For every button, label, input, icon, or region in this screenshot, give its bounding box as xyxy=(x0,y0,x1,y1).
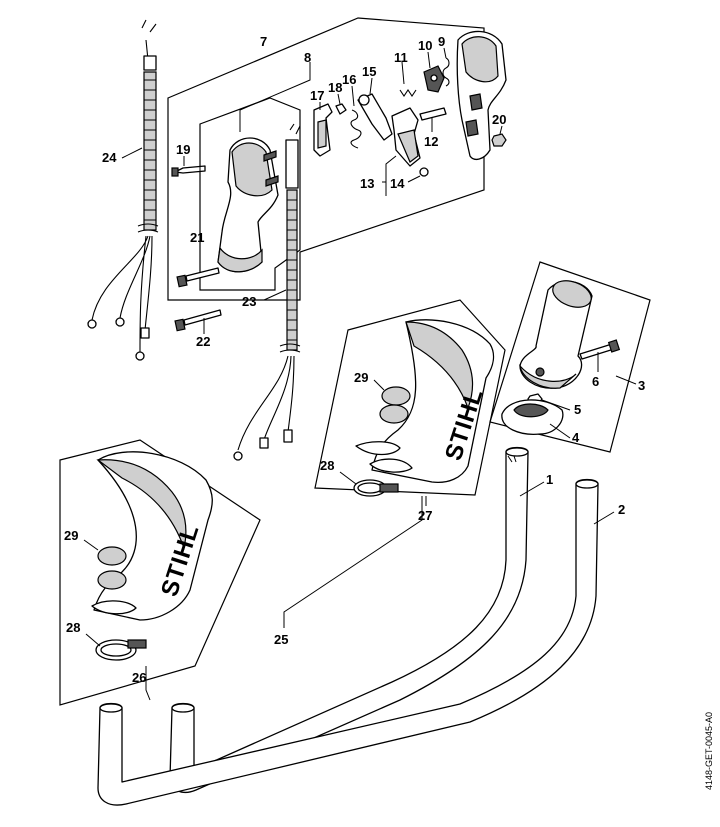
guard-27: STIHL xyxy=(355,319,495,484)
disc-29-middle-lower xyxy=(379,404,409,424)
part-label-24: 24 xyxy=(102,150,117,165)
part-label-7: 7 xyxy=(260,34,267,49)
handle-housing-left xyxy=(217,137,279,273)
frame-assembly-3 xyxy=(489,261,651,453)
figure-reference-code: 4148-GET-0045-A0 xyxy=(704,712,714,790)
part-label-21: 21 xyxy=(190,230,204,245)
part-label-2: 2 xyxy=(618,502,625,517)
trigger-13 xyxy=(391,107,421,167)
part-label-5: 5 xyxy=(574,402,581,417)
part-label-3: 3 xyxy=(638,378,645,393)
clamp-28-left xyxy=(95,639,147,661)
spring-16 xyxy=(350,109,362,149)
pin-12 xyxy=(419,107,447,121)
part-label-28-middle: 28 xyxy=(320,458,334,473)
part-label-11: 11 xyxy=(394,50,408,65)
part-label-4: 4 xyxy=(572,430,580,445)
screw-22 xyxy=(174,309,222,332)
handle-3 xyxy=(519,280,593,389)
leader-28b xyxy=(85,633,101,647)
lock-lever-10 xyxy=(423,65,445,93)
guard-26: STIHL xyxy=(91,451,213,621)
part-label-13: 13 xyxy=(360,176,374,191)
clamp-4 xyxy=(501,399,564,435)
frame-assembly-27 xyxy=(314,299,506,496)
cable-24 xyxy=(87,19,159,361)
part-label-18: 18 xyxy=(328,80,342,95)
part-label-14: 14 xyxy=(390,176,405,191)
part-label-6: 6 xyxy=(592,374,599,389)
leader-9 xyxy=(443,47,447,59)
nut-20 xyxy=(491,133,507,147)
disc-29-left-lower xyxy=(97,570,127,590)
frame-assembly-7 xyxy=(167,17,485,301)
part-label-9: 9 xyxy=(438,34,445,49)
part-label-10: 10 xyxy=(418,38,432,53)
leader-3 xyxy=(615,375,637,385)
leader-14 xyxy=(407,175,421,183)
leader-25 xyxy=(283,496,423,628)
leader-11 xyxy=(401,61,405,85)
pin-14 xyxy=(419,167,429,177)
leader-13 xyxy=(382,155,397,196)
part-label-23: 23 xyxy=(242,294,256,309)
leader-10 xyxy=(427,51,431,69)
leader-8 xyxy=(239,62,311,132)
part-label-17: 17 xyxy=(310,88,324,103)
frame-assembly-26 xyxy=(59,439,261,706)
leader-26 xyxy=(145,666,151,701)
leader-16 xyxy=(351,85,355,107)
part-label-28-left: 28 xyxy=(66,620,80,635)
spring-9 xyxy=(442,57,450,87)
leader-15 xyxy=(369,77,373,95)
part-label-25: 25 xyxy=(274,632,288,647)
handle-housing-right xyxy=(456,30,507,161)
screw-19 xyxy=(171,165,206,177)
part-label-29-middle: 29 xyxy=(354,370,368,385)
part-label-8: 8 xyxy=(304,50,311,65)
part-label-29-left: 29 xyxy=(64,528,78,543)
leader-28a xyxy=(339,471,357,485)
screw-6 xyxy=(579,339,621,360)
leader-5 xyxy=(541,399,571,411)
leader-23 xyxy=(263,289,287,301)
part-label-12: 12 xyxy=(424,134,438,149)
leader-2 xyxy=(593,511,615,525)
part-label-16: 16 xyxy=(342,72,356,87)
part-label-22: 22 xyxy=(196,334,210,349)
screw-21 xyxy=(176,267,220,288)
part-label-15: 15 xyxy=(362,64,376,79)
leader-20 xyxy=(499,125,503,135)
clamp-28-middle xyxy=(353,479,399,497)
leader-4 xyxy=(549,423,571,439)
cable-23 xyxy=(233,123,301,461)
leader-29a xyxy=(373,379,385,391)
leader-29b xyxy=(83,539,99,551)
part-label-26: 26 xyxy=(132,670,146,685)
part-label-20: 20 xyxy=(492,112,506,127)
slider-17 xyxy=(313,103,333,157)
clip-18 xyxy=(335,103,347,115)
leader-24 xyxy=(121,147,143,159)
spring-11 xyxy=(399,89,417,97)
disc-29-middle-upper xyxy=(381,386,411,406)
part-label-1: 1 xyxy=(546,472,553,487)
part-label-19: 19 xyxy=(176,142,190,157)
handlebar-2 xyxy=(97,478,599,806)
lever-15 xyxy=(357,93,393,141)
leader-1 xyxy=(519,481,545,497)
leader-18 xyxy=(337,93,341,105)
disc-29-left-upper xyxy=(97,546,127,566)
part-label-27: 27 xyxy=(418,508,432,523)
